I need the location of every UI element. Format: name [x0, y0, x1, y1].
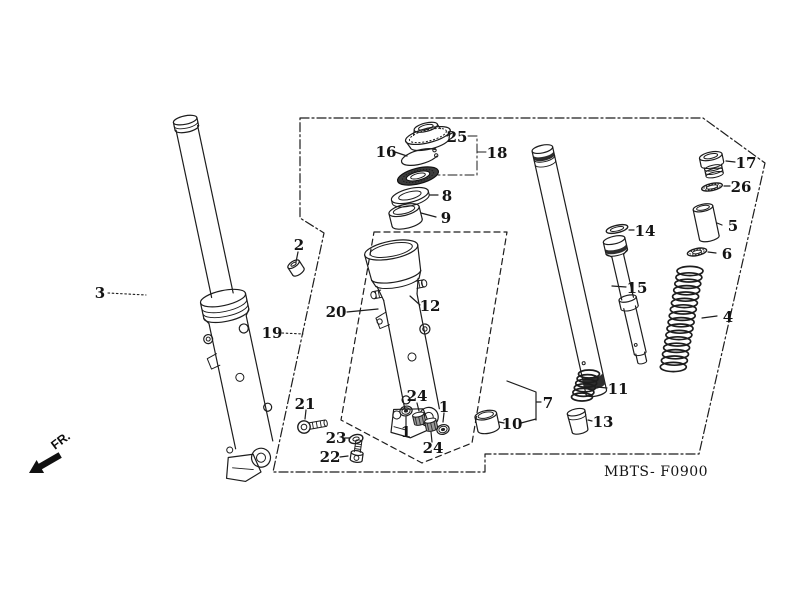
backup-ring-art [390, 186, 430, 208]
callout-17: 17 [736, 154, 757, 172]
callout-12: 12 [420, 297, 441, 315]
callout-8: 8 [442, 187, 452, 205]
oil-lock-piece-art [566, 407, 589, 435]
callout-7: 7 [543, 394, 553, 412]
rebound-spring-art [570, 369, 601, 402]
socket-bolt-22-art [349, 439, 364, 463]
callout-11: 11 [608, 380, 629, 398]
damper-rod-art [602, 235, 648, 365]
washer-23-art [348, 433, 364, 445]
fork-spring-art [659, 265, 704, 373]
socket-bolt-21-art [297, 419, 328, 434]
washer-1-left-art [399, 405, 413, 417]
callout-13: 13 [593, 413, 614, 431]
callout-23: 23 [326, 429, 347, 447]
fork-tube-art [531, 144, 608, 398]
callout-25: 25 [447, 128, 468, 146]
slider-bushing-art [474, 409, 501, 435]
callout-20: 20 [326, 303, 347, 321]
callout-2: 2 [294, 236, 304, 254]
callout-14: 14 [635, 222, 656, 240]
callout-19: 19 [262, 324, 283, 342]
o-ring-art [701, 182, 723, 192]
callout-10: 10 [502, 415, 523, 433]
fr-direction-indicator: FR. [29, 429, 73, 473]
snap-ring-art [400, 148, 439, 166]
callout-6: 6 [722, 245, 732, 263]
callout-16: 16 [376, 143, 397, 161]
callout-21: 21 [295, 395, 316, 413]
callout-26: 26 [731, 178, 752, 196]
bushing-24-right-art [424, 417, 439, 432]
slider-bolt-left-art [370, 289, 383, 300]
callout-labels: 25 16 18 8 9 2 20 12 19 14 15 17 26 5 6 … [95, 128, 757, 466]
callout-5: 5 [728, 217, 738, 235]
fr-label: FR. [48, 429, 73, 452]
slider-bolt-right-art [415, 279, 428, 289]
bushing-24-left-art [412, 411, 427, 426]
fork-cap-art [404, 121, 451, 152]
oil-seal-art [396, 166, 440, 186]
callout-3: 3 [95, 284, 105, 302]
outer-assembly-boundary [272, 117, 766, 473]
callout-4: 4 [723, 308, 733, 326]
callout-9: 9 [441, 209, 451, 227]
callout-15: 15 [627, 279, 648, 297]
fork-bolt-art [698, 150, 725, 179]
spring-seat-art [686, 247, 708, 257]
callout-22: 22 [320, 448, 341, 466]
leader-lines [107, 132, 736, 458]
callout-1-bottom: 1 [401, 423, 411, 441]
washer-1-right-art [436, 423, 450, 436]
front-fork-assembly-art [172, 114, 274, 483]
guide-bushing-art [388, 203, 423, 230]
diagram-code: MBTS- F0900 [604, 464, 708, 480]
spring-collar-art [692, 203, 720, 243]
piston-ring-art [605, 223, 629, 235]
callout-1-top: 1 [439, 398, 449, 416]
callout-18: 18 [487, 144, 508, 162]
inner-subassembly-boundary [340, 231, 508, 464]
fr-arrow-icon [29, 452, 62, 473]
callout-24-bottom: 24 [423, 439, 444, 457]
callout-24-top: 24 [407, 387, 428, 405]
